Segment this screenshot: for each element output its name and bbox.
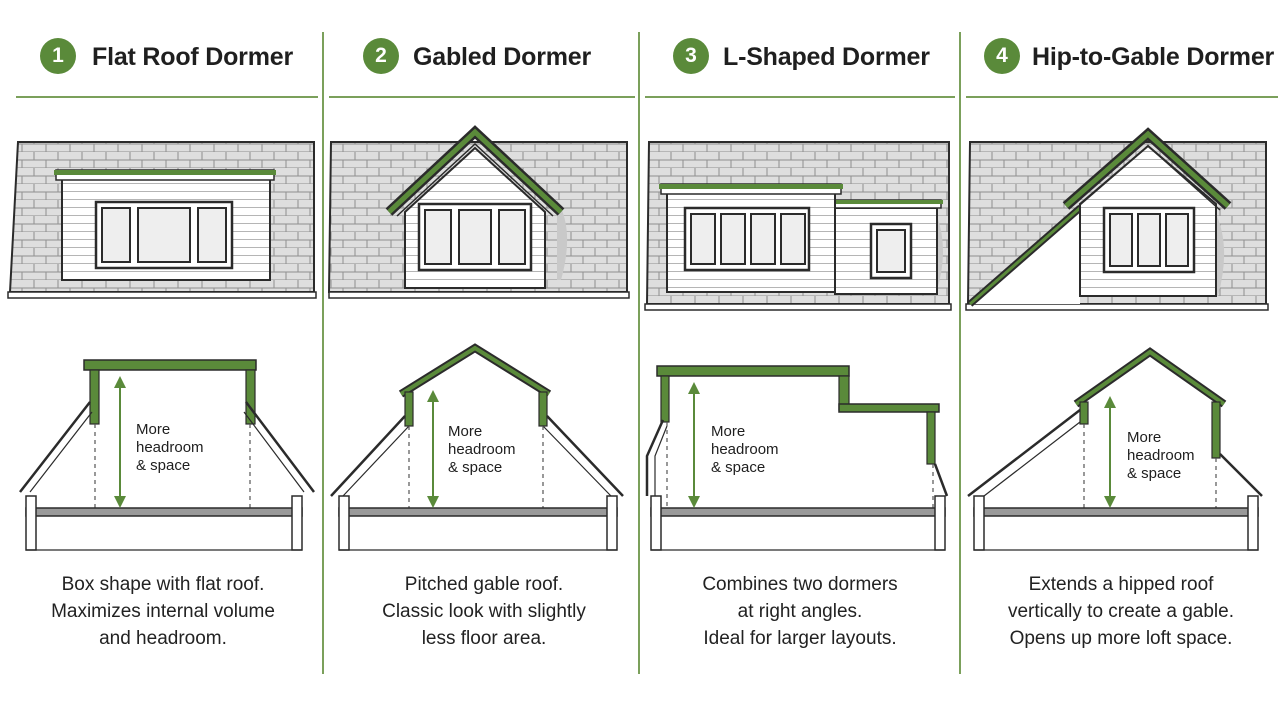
window-icon bbox=[683, 206, 811, 272]
headroom-label: More headroom & space bbox=[136, 421, 208, 474]
headroom-arrow-icon bbox=[427, 390, 439, 508]
panel-header: 4 Hip-to-Gable Dormer bbox=[962, 34, 1280, 80]
flat-roof-dormer-illustration: More headroom & space bbox=[7, 141, 317, 551]
step-number-badge: 1 bbox=[40, 38, 76, 74]
headroom-label-line: More bbox=[1127, 429, 1161, 446]
description-line: Pitched gable roof. bbox=[404, 574, 564, 595]
headroom-label-line: headroom bbox=[448, 441, 516, 458]
headroom-label: More headroom & space bbox=[711, 423, 783, 476]
cross-section: More headroom & space bbox=[330, 343, 624, 551]
gabled-dormer-illustration: More headroom & space bbox=[327, 125, 630, 551]
description-line: Box shape with flat roof. bbox=[61, 574, 265, 595]
panel-header: 2 Gabled Dormer bbox=[325, 34, 643, 80]
headroom-label-line: & space bbox=[136, 457, 190, 474]
panel-description: Extends a hipped roof vertically to crea… bbox=[962, 571, 1280, 652]
header-rule bbox=[329, 96, 635, 98]
column-separator bbox=[322, 32, 324, 674]
exterior-view bbox=[644, 141, 952, 311]
column-separator bbox=[959, 32, 961, 674]
panel-description: Pitched gable roof. Classic look with sl… bbox=[325, 571, 643, 652]
headroom-label-line: headroom bbox=[1127, 447, 1195, 464]
header-rule bbox=[16, 96, 318, 98]
panel-header: 3 L-Shaped Dormer bbox=[641, 34, 959, 80]
step-number-badge: 2 bbox=[363, 38, 399, 74]
description-line: Classic look with slightly bbox=[382, 601, 586, 622]
cross-section: More headroom & space bbox=[19, 359, 315, 551]
step-number-badge: 4 bbox=[984, 38, 1020, 74]
exterior-view bbox=[965, 127, 1269, 311]
panel-title: Flat Roof Dormer bbox=[92, 43, 293, 71]
panel-description: Combines two dormers at right angles. Id… bbox=[641, 571, 959, 652]
cross-section: More headroom & space bbox=[967, 347, 1263, 551]
l-shaped-dormer-illustration: More headroom & space bbox=[644, 141, 952, 551]
headroom-label-line: headroom bbox=[711, 441, 779, 458]
description-line: Maximizes internal volume bbox=[51, 601, 275, 622]
headroom-label: More headroom & space bbox=[1127, 429, 1199, 482]
panel-flat-roof-dormer: 1 Flat Roof Dormer bbox=[4, 0, 322, 707]
panel-l-shaped-dormer: 3 L-Shaped Dormer bbox=[641, 0, 959, 707]
window-icon bbox=[94, 200, 234, 270]
description-line: Combines two dormers bbox=[702, 574, 898, 595]
headroom-label: More headroom & space bbox=[448, 423, 520, 476]
panel-gabled-dormer: 2 Gabled Dormer bbox=[325, 0, 643, 707]
description-line: and headroom. bbox=[99, 628, 227, 649]
hip-to-gable-dormer-illustration: More headroom & space bbox=[965, 127, 1269, 551]
headroom-arrow-icon bbox=[688, 382, 700, 508]
step-number-badge: 3 bbox=[673, 38, 709, 74]
headroom-arrow-icon bbox=[114, 376, 126, 508]
panel-description: Box shape with flat roof. Maximizes inte… bbox=[4, 571, 322, 652]
window-icon bbox=[417, 202, 533, 272]
panel-title: Gabled Dormer bbox=[413, 43, 592, 71]
panel-title: L-Shaped Dormer bbox=[723, 43, 930, 71]
headroom-arrow-icon bbox=[1104, 396, 1116, 508]
headroom-label-line: headroom bbox=[136, 439, 204, 456]
description-line: at right angles. bbox=[737, 601, 863, 622]
window-icon bbox=[1102, 206, 1196, 274]
panel-title: Hip-to-Gable Dormer bbox=[1032, 43, 1275, 71]
description-line: less floor area. bbox=[421, 628, 547, 649]
exterior-view bbox=[327, 125, 630, 299]
exterior-view bbox=[7, 141, 317, 299]
column-separator bbox=[638, 32, 640, 674]
description-line: vertically to create a gable. bbox=[1007, 601, 1234, 622]
header-rule bbox=[966, 96, 1278, 98]
headroom-label-line: & space bbox=[1127, 465, 1181, 482]
headroom-label-line: More bbox=[448, 423, 482, 440]
description-line: Ideal for larger layouts. bbox=[703, 628, 897, 649]
header-rule bbox=[645, 96, 955, 98]
headroom-label-line: More bbox=[711, 423, 745, 440]
description-line: Opens up more loft space. bbox=[1009, 628, 1233, 649]
window-icon bbox=[869, 222, 913, 280]
panel-header: 1 Flat Roof Dormer bbox=[4, 34, 322, 80]
headroom-label-line: More bbox=[136, 421, 170, 438]
headroom-label-line: & space bbox=[448, 459, 502, 476]
cross-section: More headroom & space bbox=[645, 365, 949, 551]
headroom-label-line: & space bbox=[711, 459, 765, 476]
panel-hip-to-gable-dormer: 4 Hip-to-Gable Dormer bbox=[962, 0, 1280, 707]
description-line: Extends a hipped roof bbox=[1028, 574, 1214, 595]
